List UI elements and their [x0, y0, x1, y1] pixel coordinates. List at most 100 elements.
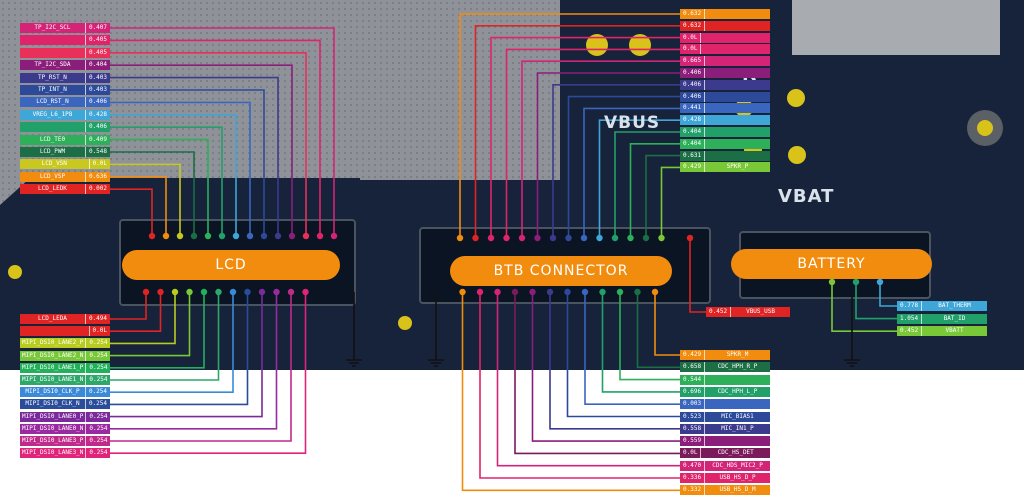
trace-wire	[110, 89, 265, 236]
pin-dot	[596, 234, 603, 242]
pin-value: 0.254	[85, 375, 110, 385]
trace-wire	[552, 84, 680, 238]
pin-dot	[581, 288, 589, 296]
pin-value: 0.548	[84, 147, 110, 157]
pin-name: SPKR_P	[726, 163, 749, 171]
pin-name	[705, 127, 770, 137]
btb-top-pin-label: 0.429 SPKR_P	[680, 162, 770, 173]
pin-name	[20, 48, 85, 58]
trace-wire	[514, 292, 680, 455]
pin-value: 0.406	[680, 68, 706, 78]
pin-name: VREG_L6_1P8	[32, 110, 73, 118]
pin-name: VBATT	[945, 327, 964, 335]
pin-value: 0.403	[84, 85, 110, 95]
lcd-top-pin-label: 0.405	[20, 47, 110, 58]
pin-name	[705, 151, 770, 161]
battery-label: BATTERY	[797, 256, 866, 272]
test-pad	[787, 89, 805, 107]
pin-name: VBUS_USB	[746, 308, 775, 315]
pin-value: 0.696	[680, 386, 706, 397]
pin-dot	[476, 288, 484, 296]
pin-name: CDC_HPH_L_P	[717, 387, 758, 395]
trace-wire	[110, 292, 191, 357]
pin-name	[705, 68, 770, 78]
pin-dot	[564, 288, 571, 296]
trace-wire	[660, 166, 680, 238]
pin-value: 0.002	[84, 184, 110, 195]
btb-top-pin-label: 0.406	[680, 68, 770, 78]
pin-name: LCD_TE0	[39, 135, 66, 143]
pin-dot	[511, 288, 519, 296]
pin-value: 0.544	[680, 374, 706, 385]
btb-top-pin-label: 0.406	[680, 91, 770, 102]
pin-name: MIPI_DSI0_LANE1_P	[22, 363, 84, 371]
trace-wire	[110, 292, 220, 381]
silk-vbus: VBUS	[604, 113, 661, 133]
pin-name: SPKR_M	[726, 351, 749, 358]
pin-dot	[494, 288, 501, 296]
pin-value: 0.0L	[680, 448, 702, 459]
pin-value: 0.403	[84, 72, 110, 83]
btb-top-pin-label: 0.631	[680, 150, 770, 161]
pin-dot	[287, 288, 295, 296]
pin-name: LCD_RST_N	[36, 98, 69, 106]
pin-value: 0.336	[680, 473, 706, 483]
trace-wire	[614, 131, 680, 238]
trace-wire	[566, 292, 680, 418]
pin-dot	[580, 234, 588, 242]
lcd-bottom-pin-label: 0.0L	[20, 326, 110, 337]
pin-name: CDC_HDS_MIC2_P	[712, 461, 763, 469]
lcd-top-pin-label: 0.405	[20, 35, 110, 46]
pin-dot	[651, 288, 659, 296]
pin-dot	[273, 288, 280, 296]
pin-name	[705, 139, 770, 149]
pin-value: 0.632	[680, 9, 706, 19]
pin-dot	[142, 288, 150, 296]
ground-icon	[346, 359, 362, 367]
pin-dot	[176, 232, 184, 240]
pin-dot	[565, 234, 572, 242]
pin-dot	[244, 288, 251, 296]
pin-value: 0.003	[680, 399, 706, 410]
trace-wire	[645, 154, 680, 238]
trace-wire	[110, 51, 307, 236]
pin-dot	[686, 234, 694, 242]
pin-value: 0.254	[85, 448, 110, 459]
pin-name: LCD_VSP	[39, 172, 66, 180]
pin-value: 0.428	[680, 115, 706, 126]
trace-wire	[619, 292, 680, 381]
pin-dot	[330, 232, 338, 240]
pin-name	[20, 35, 85, 45]
pin-value: 0.632	[680, 20, 706, 31]
trace-wire	[110, 292, 249, 406]
pin-value: 0.409	[84, 134, 110, 145]
right-shield	[792, 0, 1000, 55]
pin-dot	[503, 234, 510, 242]
trace-wire	[110, 292, 176, 345]
trace-wire	[110, 101, 251, 236]
trace-wire	[110, 292, 263, 418]
trace-wire	[629, 143, 680, 238]
trace-wire	[110, 39, 321, 236]
pin-name	[705, 80, 770, 90]
trace-wire	[654, 292, 680, 356]
pin-name	[705, 399, 770, 409]
pin-value: 0.429	[680, 162, 706, 173]
pin-dot	[529, 288, 536, 296]
pin-value: 0.778	[897, 301, 923, 311]
pin-dot	[611, 234, 619, 242]
pin-dot	[459, 288, 466, 296]
